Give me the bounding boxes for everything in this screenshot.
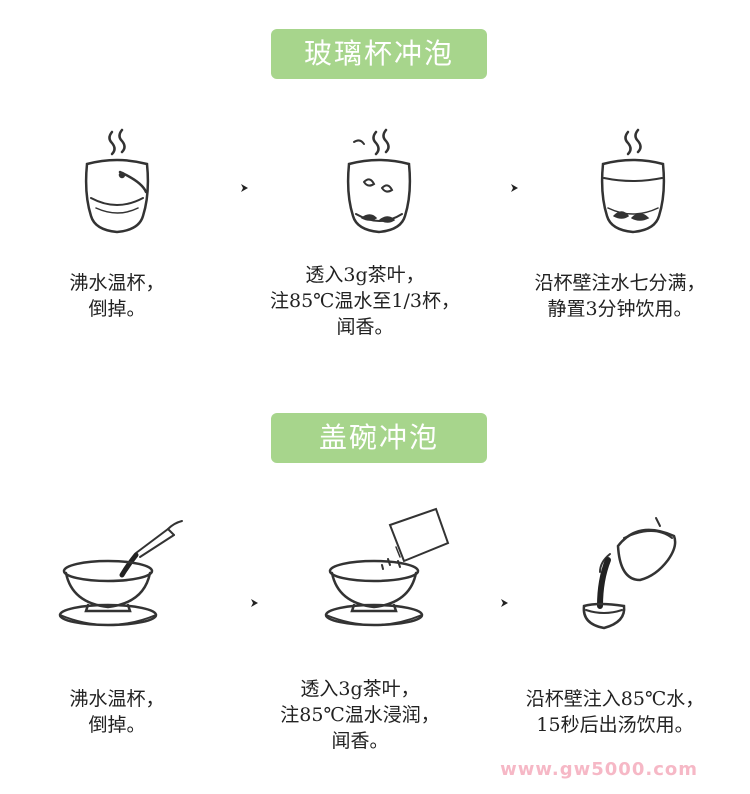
site-watermark: www.gw5000.com xyxy=(500,759,698,780)
arrow-right-icon xyxy=(511,184,518,192)
gaiwan-warm-cup-illustration xyxy=(58,520,183,627)
arrow-right-icon xyxy=(241,184,248,192)
gaiwan-step-1-caption: 沸水温杯， 倒掉。 xyxy=(69,688,165,736)
glass-add-leaves-illustration xyxy=(346,128,412,234)
steam-icon xyxy=(108,130,116,156)
glass-warm-cup-illustration xyxy=(84,128,150,234)
gaiwan-section-title: 盖碗冲泡 xyxy=(271,413,487,463)
gaiwan-step-3-caption: 沿杯壁注入85℃水， 15秒后出汤饮用。 xyxy=(525,688,705,736)
glass-step-3-caption: 沿杯壁注水七分满， 静置3分钟饮用。 xyxy=(534,272,706,320)
gaiwan-add-leaves-illustration xyxy=(324,507,450,627)
glass-step-1-caption: 沸水温杯， 倒掉。 xyxy=(69,272,165,320)
steam-icon xyxy=(372,130,380,156)
arrow-right-icon xyxy=(501,599,508,607)
arrow-right-icon xyxy=(251,599,258,607)
glass-section-title: 玻璃杯冲泡 xyxy=(271,29,487,79)
tea-packet-icon xyxy=(388,507,450,563)
glass-fill-water-illustration xyxy=(600,128,666,234)
steam-icon xyxy=(624,130,632,156)
glass-step-2-caption: 透入3g茶叶， 注85℃温水至1/3杯， 闻香。 xyxy=(269,264,460,338)
gaiwan-pour-tea-illustration xyxy=(582,517,677,630)
gaiwan-step-2-caption: 透入3g茶叶， 注85℃温水浸润， 闻香。 xyxy=(280,678,440,752)
